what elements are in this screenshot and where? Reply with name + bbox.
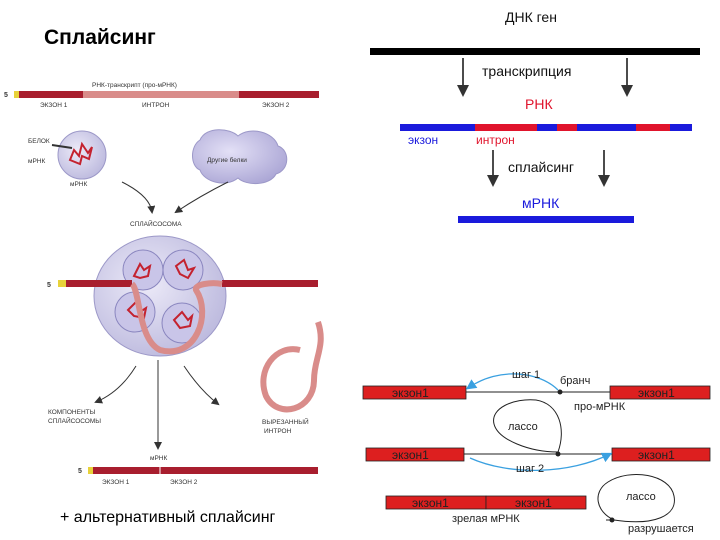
branch-point-1: [557, 389, 563, 395]
final-exon2-label: ЭКЗОН 2: [170, 479, 198, 486]
spliceosome-label: СПЛАЙСОСОМА: [130, 219, 182, 228]
lasso-1: [493, 399, 562, 453]
protein-label: БЕЛОК: [28, 138, 50, 145]
five-prime-label-bottom: 5: [78, 468, 82, 475]
exon1-block-b: [609, 385, 711, 400]
lasso-2-label: лассо: [626, 491, 656, 503]
intron-label: интрон: [476, 133, 515, 147]
pre-mrna-in-spliceosome: [58, 280, 318, 355]
degraded-label: разрушается: [628, 523, 694, 535]
final-exon1-label: ЭКЗОН 1: [102, 479, 130, 486]
mrna-label: мРНК: [522, 195, 560, 211]
exon2-label-top: ЭКЗОН 2: [262, 102, 290, 109]
dna-gene-bar: [370, 48, 700, 55]
pre-mrna-bar: [14, 91, 319, 98]
lasso-1-label: лассо: [508, 421, 538, 433]
rna-label: РНК: [525, 96, 553, 112]
mrna-side-label: мРНК: [28, 158, 45, 165]
snrnp-particle: [57, 130, 107, 180]
rna-bar: [400, 124, 692, 131]
exon1-text-f: экзон1: [515, 496, 552, 510]
exon1-label-top: ЭКЗОН 1: [40, 102, 68, 109]
branch-label: бранч: [560, 375, 590, 387]
excised-intron-label-1: ВЫРЕЗАННЫЙ: [262, 417, 309, 426]
excised-intron-label-2: ИНТРОН: [264, 428, 292, 435]
mrna-bottom-label: мРНК: [70, 181, 87, 188]
exon1-text-e: экзон1: [412, 496, 449, 510]
arrow-snrnp-to-spliceosome: [121, 181, 156, 214]
exon1-text-a: экзон1: [392, 386, 429, 400]
alternative-splicing-caption: + альтернативный сплайсинг: [60, 509, 276, 526]
other-proteins-label: Другие белки: [207, 156, 247, 164]
pre-mrna-label-right: про-мРНК: [574, 401, 626, 413]
pre-mrna-label: РНК-транскрипт (про-мРНК): [92, 82, 177, 89]
splicing-label: сплайсинг: [508, 159, 574, 175]
transcription-label: транскрипция: [482, 63, 571, 79]
five-prime-label-top: 5: [4, 92, 8, 99]
branch-point-2: [555, 451, 561, 457]
arrow-to-intron: [183, 365, 220, 406]
components-label-1: КОМПОНЕНТЫ: [48, 409, 96, 416]
mature-mrna-label: зрелая мРНК: [452, 513, 520, 525]
protein-pointer: [51, 144, 73, 149]
dna-gene-label: ДНК ген: [505, 9, 557, 25]
final-mrna-bar: [88, 467, 318, 474]
step1-arrow: [465, 373, 559, 391]
final-mrna-label: мРНК: [150, 455, 167, 462]
page-title: Сплайсинг: [44, 26, 156, 49]
other-proteins-blob: [192, 129, 288, 184]
five-prime-label-mid: 5: [47, 282, 51, 289]
mrna-bar: [458, 216, 634, 223]
spliceosome: [93, 235, 227, 357]
exon-label: экзон: [408, 133, 438, 147]
arrow-proteins-to-spliceosome: [174, 181, 229, 214]
step2-label: шаг 2: [516, 463, 544, 475]
components-label-2: СПЛАЙСОСОМЫ: [48, 416, 101, 425]
lasso-2: [597, 474, 675, 523]
intron-label-top: ИНТРОН: [142, 102, 170, 109]
excised-intron-lasso: [260, 321, 324, 413]
step1-label: шаг 1: [512, 369, 540, 381]
exon1-text-c: экзон1: [392, 448, 429, 462]
arrow-to-components: [94, 365, 137, 404]
step2-arrow: [469, 452, 613, 471]
exon1-text-b: экзон1: [638, 386, 675, 400]
exon1-text-d: экзон1: [638, 448, 675, 462]
branch-point-3: [609, 517, 615, 523]
exon1-block-f: [485, 495, 587, 510]
